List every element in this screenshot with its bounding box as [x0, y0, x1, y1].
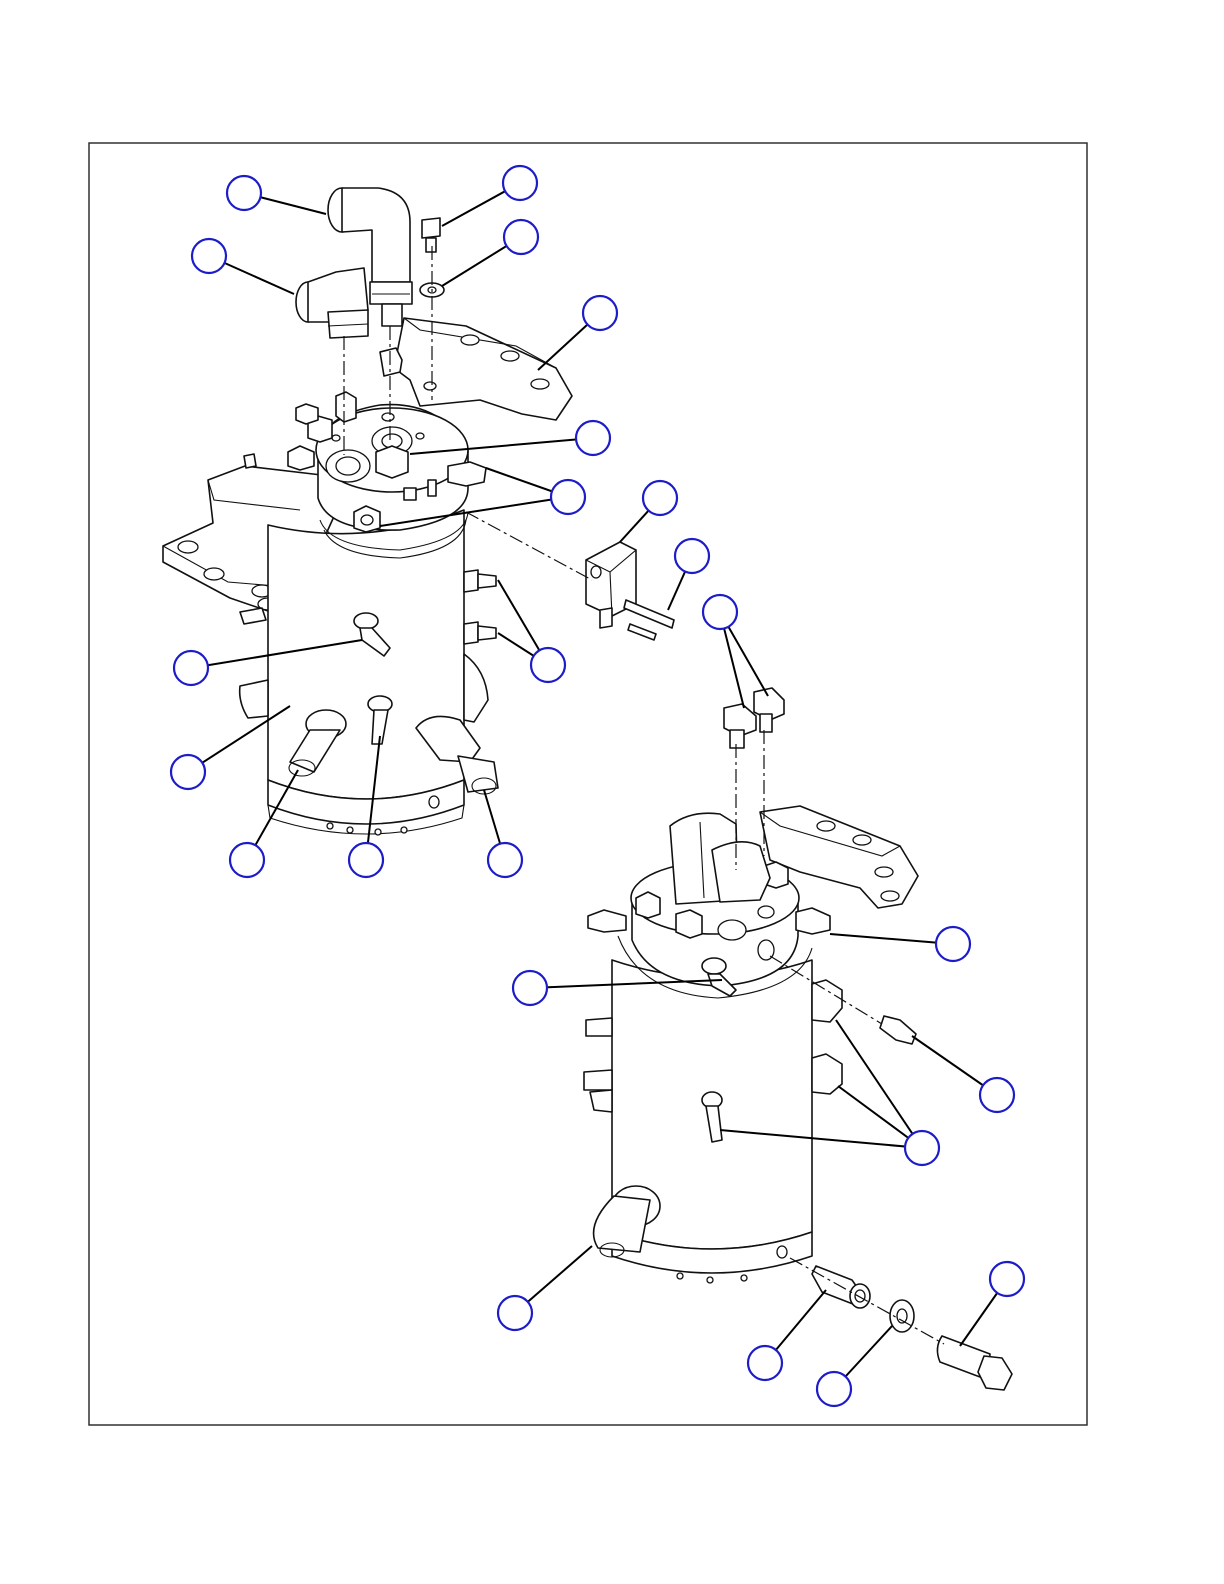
drawing-frame — [89, 143, 1087, 1425]
callout-balloon — [227, 176, 261, 210]
callout-balloon — [748, 1346, 782, 1380]
callout-balloon — [551, 480, 585, 514]
exploded-screws — [624, 600, 674, 640]
exploded-bolt-lower — [937, 1336, 1012, 1390]
callout-balloon — [498, 1296, 532, 1330]
lower-assembly — [584, 688, 1012, 1390]
exploded-bracket-top — [380, 318, 572, 420]
exploded-bolt-top — [422, 218, 440, 252]
callout-balloon — [503, 166, 537, 200]
callout-balloon — [349, 843, 383, 877]
swivel-body-upper — [268, 510, 464, 835]
callout-balloon — [488, 843, 522, 877]
callout-balloon — [675, 539, 709, 573]
callout-balloon — [905, 1131, 939, 1165]
exploded-switch-block — [586, 542, 636, 628]
callout-balloon — [531, 648, 565, 682]
exploded-elbows-lower — [724, 688, 784, 748]
side-fittings-upper-right — [464, 570, 496, 722]
callout-balloon — [703, 595, 737, 629]
callout-balloon — [936, 927, 970, 961]
callout-balloon — [980, 1078, 1014, 1112]
side-fittings-lower-left — [584, 1018, 612, 1112]
callout-balloon — [504, 220, 538, 254]
callout-balloon — [576, 421, 610, 455]
callout-balloon — [171, 755, 205, 789]
callout-balloon — [192, 239, 226, 273]
callout-balloon — [174, 651, 208, 685]
callout-balloon — [583, 296, 617, 330]
exploded-elbow-fitting-short — [296, 268, 368, 338]
callout-balloon — [817, 1372, 851, 1406]
callout-balloon — [513, 971, 547, 1005]
callout-balloon — [643, 481, 677, 515]
callout-balloon — [230, 843, 264, 877]
elbow-fitting-top-lower — [670, 813, 770, 904]
callout-balloon — [990, 1262, 1024, 1296]
side-fittings-lower-right — [812, 980, 916, 1094]
